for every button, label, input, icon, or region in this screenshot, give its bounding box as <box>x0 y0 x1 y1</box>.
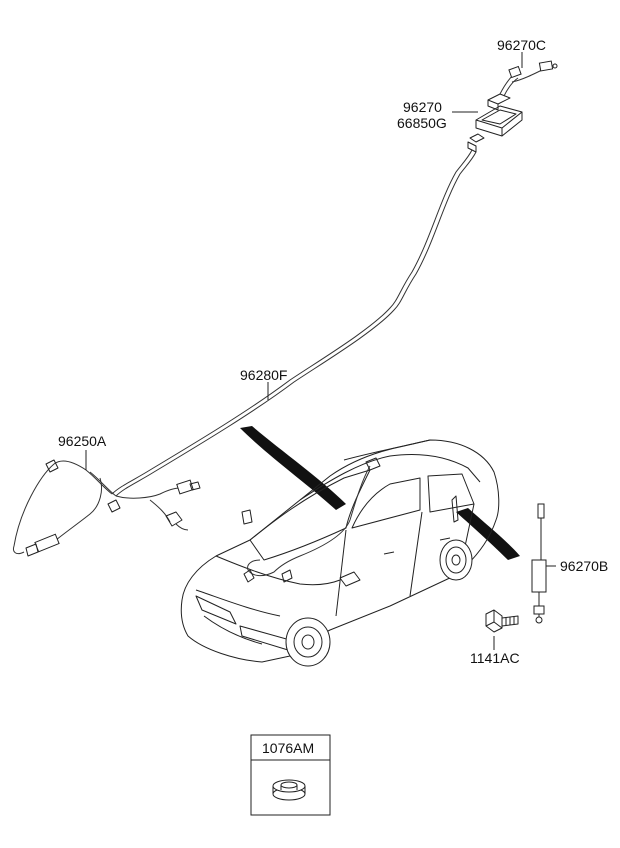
legend-box-1076am: 1076AM <box>250 734 331 816</box>
legend-part-number: 1076AM <box>262 740 314 756</box>
label-66850g: 66850G <box>397 115 447 131</box>
cable-96250a <box>13 459 201 557</box>
antenna-rod-96270b <box>531 503 547 624</box>
harness-96270c <box>499 60 558 97</box>
cable-96280f <box>111 149 477 497</box>
label-1141ac: 1141AC <box>470 650 520 666</box>
bolt-1141ac <box>485 609 519 633</box>
label-96270c: 96270C <box>497 37 546 53</box>
car-illustration <box>180 426 520 667</box>
label-96270b: 96270B <box>560 558 608 574</box>
label-96270: 96270 <box>403 99 442 115</box>
antenna-module-96270 <box>467 93 523 153</box>
label-96280f: 96280F <box>240 367 287 383</box>
grommet-icon <box>272 779 306 801</box>
label-96250a: 96250A <box>58 433 107 449</box>
leader-lines <box>85 52 556 650</box>
